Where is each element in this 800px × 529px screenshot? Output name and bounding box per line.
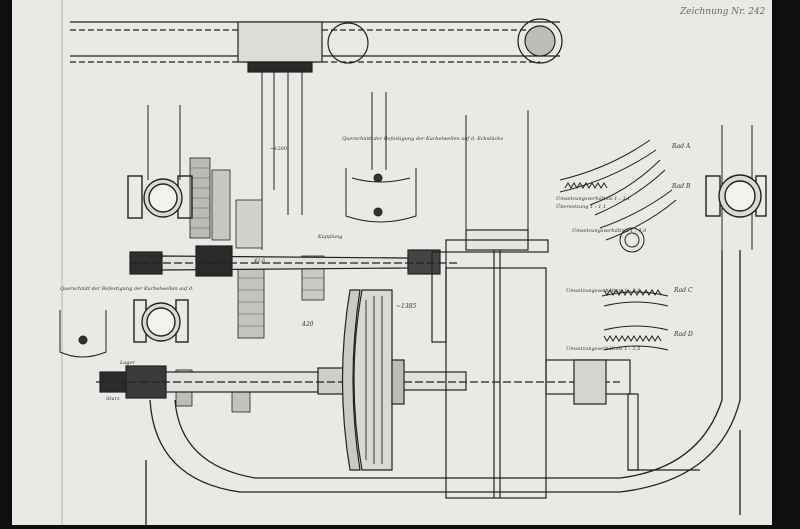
dimension-3: 420 [301, 321, 314, 328]
rad-b-label: Rad B [671, 183, 691, 190]
bearing-note: Lager [119, 360, 135, 366]
gear-table-1b-caption: Übersetzung 1 : 1,1 [556, 203, 606, 210]
detail-upper-caption: Querschnitt der Befestigung der Kurbelwe… [342, 136, 503, 142]
detail-left-caption: Querschnitt der Befestigung der Kurbelwe… [60, 286, 194, 292]
gear-diagram-2 [601, 289, 669, 351]
left-note: Sturz [106, 396, 120, 402]
central-pillar [431, 229, 700, 499]
main-shaft [129, 245, 460, 277]
dimension-2: 42,6 [253, 258, 266, 264]
detail-section-upper [345, 168, 417, 223]
bearing-lower-left [133, 299, 189, 343]
rad-d-label: Rad D [673, 331, 693, 338]
gear-table-1-caption: Umsetzungsverhältnis 1 : 3,1 [556, 196, 630, 202]
gear-hatching [190, 167, 324, 327]
flywheel [341, 289, 405, 471]
sheet-number: Zeichnung Nr. 242 [679, 7, 766, 17]
dimension-4: ~1385 [396, 303, 416, 310]
coupling-note: Kupplung [317, 234, 343, 240]
top-shaft [70, 18, 563, 73]
bearing-upper-left [127, 175, 193, 219]
detail-section-left [59, 310, 107, 358]
gear-table-2-caption: Umsetzungsverhältnis 1 : 4,0 [572, 228, 647, 234]
rad-a-label: Rad A [671, 143, 691, 150]
gear-table-4-caption: Umsetzungsverhältnis 1 : 2,5 [566, 346, 640, 352]
base-curve [145, 250, 741, 525]
bearing-right [705, 174, 767, 218]
dimension-1: ~1200 [270, 146, 288, 152]
gear-diagram-1 [559, 139, 677, 253]
gear-table-3-caption: Umsetzungsverhältnis 1 : 2,9 [566, 288, 641, 294]
rad-c-label: Rad C [673, 287, 693, 294]
